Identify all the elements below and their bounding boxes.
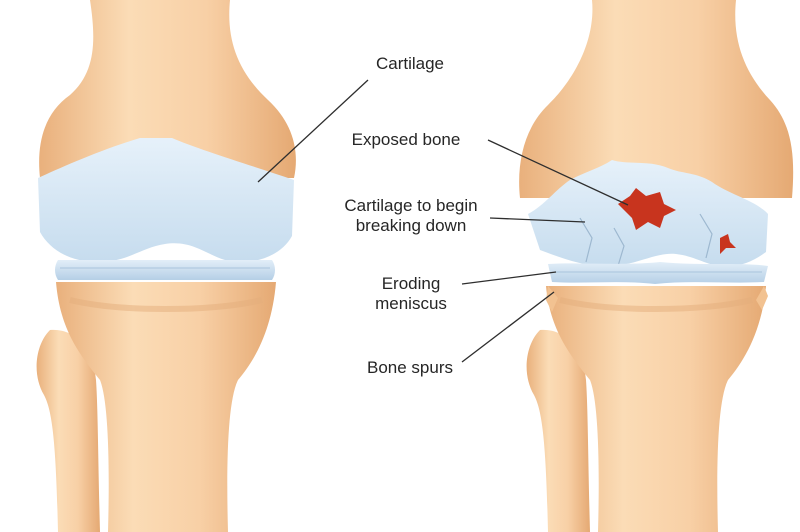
leader-bone-spurs — [461, 291, 555, 363]
arthritic-knee — [519, 0, 794, 532]
exposed-bone-spot — [720, 234, 736, 254]
healthy-fibula — [36, 329, 100, 532]
bone-spurs-label: Bone spurs — [367, 358, 453, 377]
healthy-meniscus — [55, 260, 275, 280]
eroding-meniscus-label: Eroding meniscus — [356, 274, 466, 314]
cartilage-breaking-label: Cartilage to begin breaking down — [316, 196, 506, 236]
healthy-knee — [36, 0, 296, 532]
exposed-bone-patch — [618, 188, 676, 230]
healthy-tibia — [56, 282, 276, 532]
cartilage-breaking-line2: breaking down — [355, 216, 467, 235]
bone-spur-right — [756, 286, 768, 310]
arthritic-femur — [519, 0, 794, 198]
healthy-cartilage — [38, 138, 294, 262]
leader-cartilage — [257, 79, 369, 183]
leader-eroding-meniscus — [461, 271, 557, 285]
arthritic-tibia — [546, 286, 766, 532]
bone-spur-left — [546, 286, 558, 312]
eroding-meniscus-line1: Eroding — [381, 274, 441, 293]
arthritic-fibula — [526, 329, 590, 532]
healthy-femur — [39, 0, 296, 178]
eroding-meniscus-line2: meniscus — [375, 294, 447, 313]
eroding-meniscus — [548, 262, 768, 284]
exposed-bone-label: Exposed bone — [351, 130, 461, 149]
cartilage-label: Cartilage — [375, 54, 445, 73]
leader-lines — [257, 79, 629, 363]
leader-cartilage-breaking — [489, 217, 586, 223]
cartilage-breaking-line1: Cartilage to begin — [344, 196, 478, 215]
leader-exposed-bone — [487, 139, 629, 206]
